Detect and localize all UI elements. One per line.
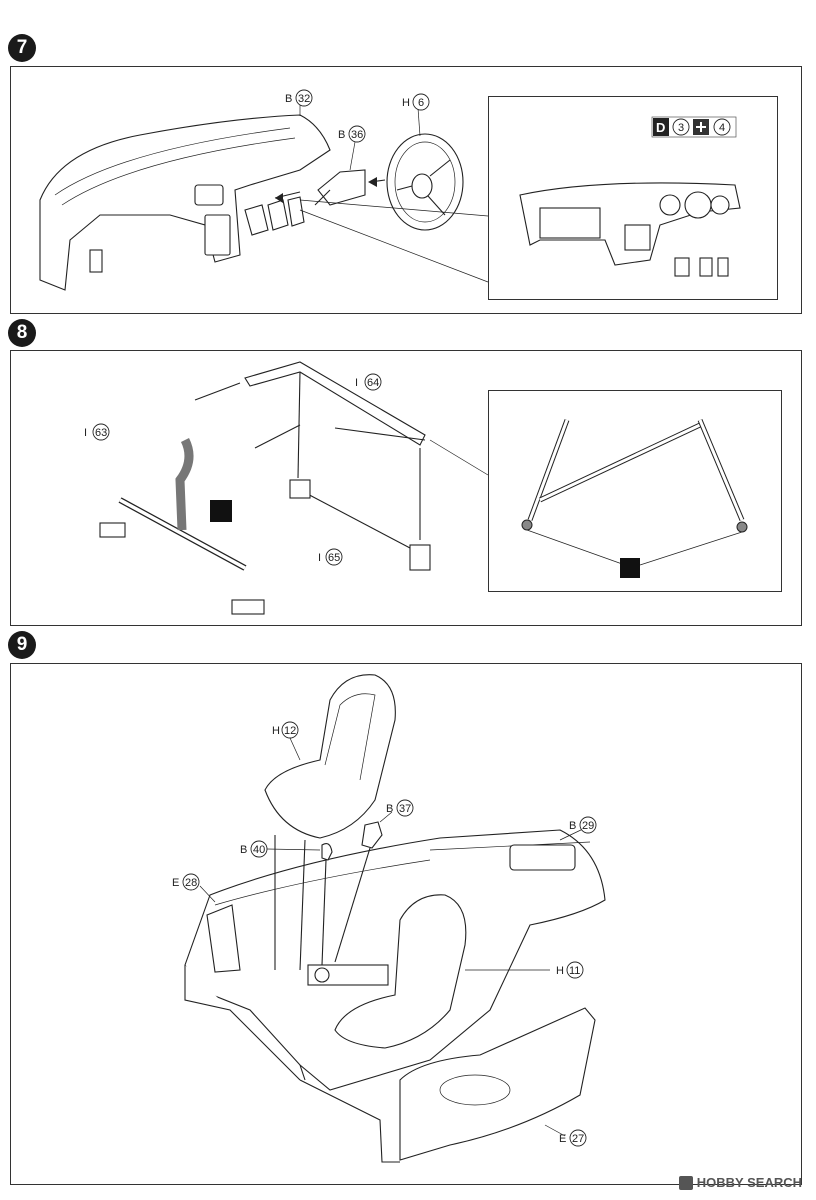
- paint-number: 3: [678, 122, 684, 134]
- part-number: 36: [351, 129, 363, 141]
- part-number: 32: [298, 93, 310, 105]
- part-number: 27: [572, 1133, 584, 1145]
- label-prefix: I: [355, 377, 358, 389]
- label-prefix: I: [84, 427, 87, 439]
- label-prefix: B: [386, 803, 393, 815]
- part-number: 11: [569, 965, 580, 977]
- watermark-text: HOBBY SEARCH: [696, 1175, 802, 1190]
- label-prefix: H: [272, 725, 280, 737]
- hobby-search-logo-icon: [678, 1175, 693, 1190]
- part-number: 65: [328, 552, 340, 564]
- label-prefix: H: [556, 965, 564, 977]
- label-prefix: E: [559, 1133, 566, 1145]
- label-prefix: H: [402, 97, 410, 109]
- part-number: 12: [284, 725, 296, 737]
- label-prefix: B: [338, 129, 345, 141]
- paint-code: D: [656, 120, 665, 135]
- paint-number: 4: [719, 122, 725, 134]
- label-prefix: I: [318, 552, 321, 564]
- part-number: 40: [253, 844, 265, 856]
- watermark: HOBBY SEARCH: [678, 1175, 802, 1190]
- label-prefix: B: [569, 820, 576, 832]
- part-number: 28: [185, 877, 197, 889]
- part-number: 6: [418, 97, 424, 109]
- part-number: 63: [95, 427, 107, 439]
- label-prefix: E: [172, 877, 179, 889]
- label-prefix: B: [285, 93, 292, 105]
- part-number: 29: [582, 820, 594, 832]
- part-number: 64: [367, 377, 379, 389]
- step-number-8: 8: [8, 319, 36, 347]
- step-number-7: 7: [8, 34, 36, 62]
- step-number-9: 9: [8, 631, 36, 659]
- label-prefix: B: [240, 844, 247, 856]
- part-number: 37: [399, 803, 411, 815]
